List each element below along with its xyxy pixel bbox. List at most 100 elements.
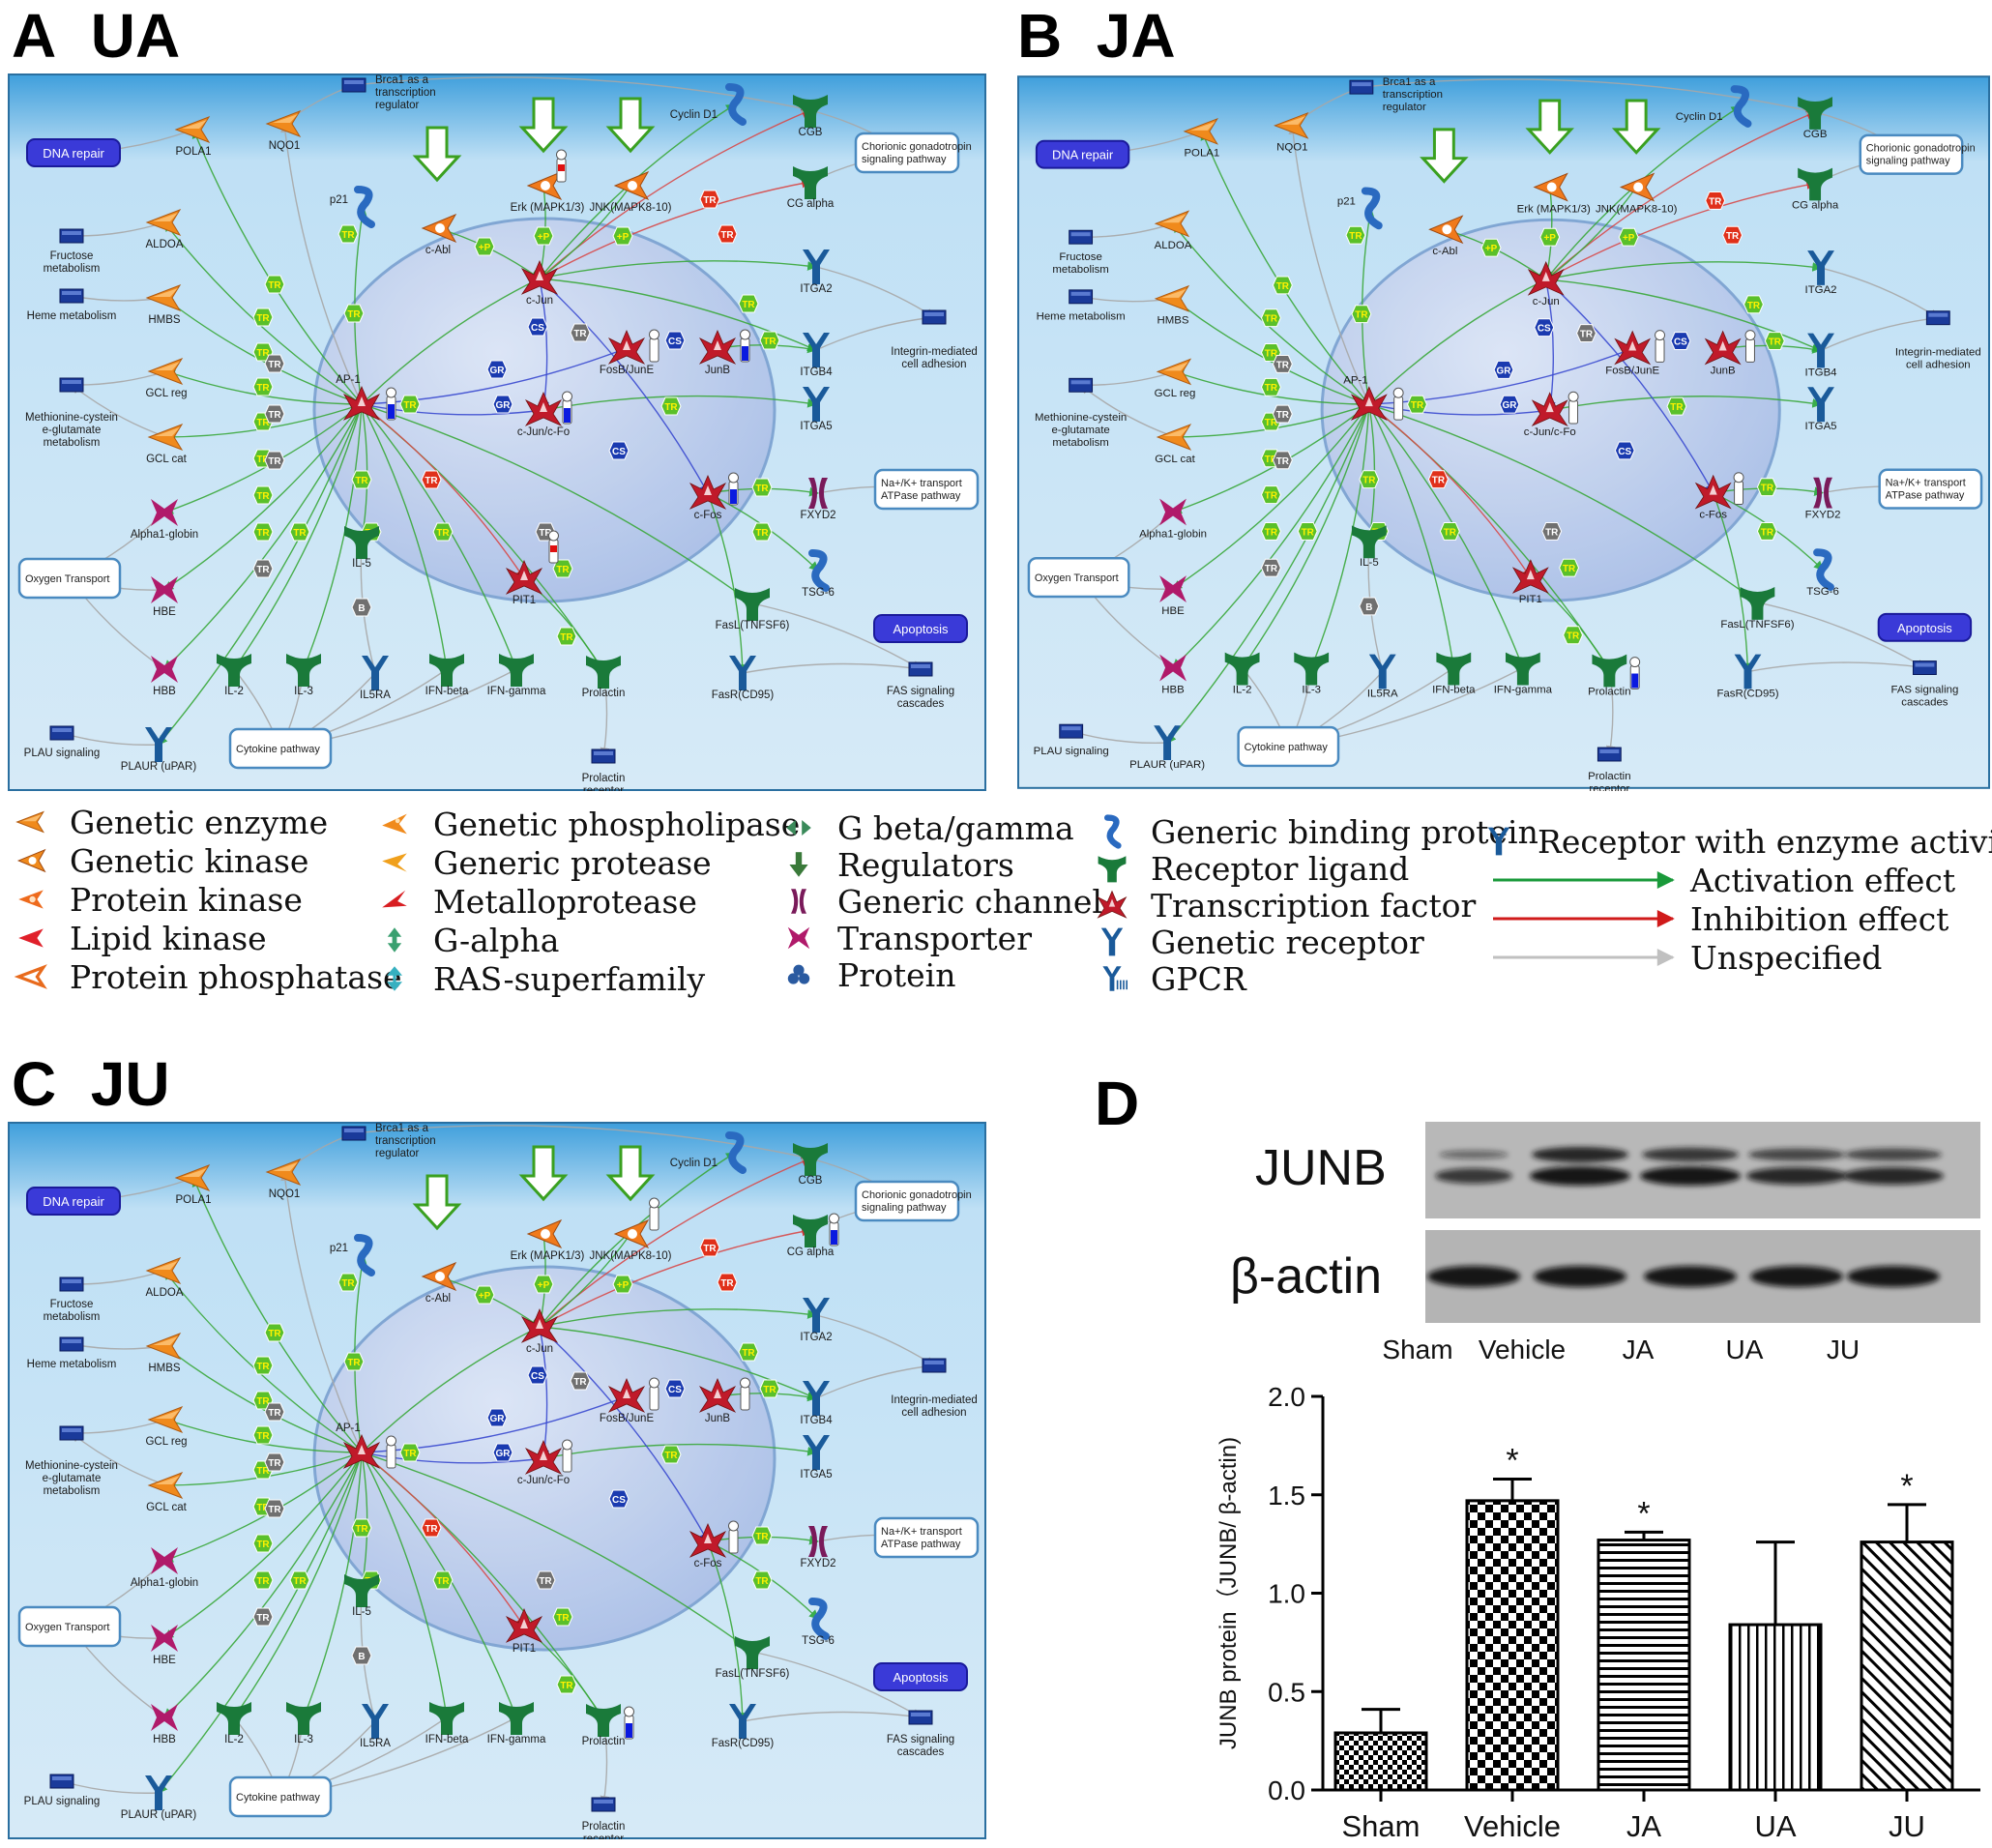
svg-text:FasL(TNFSF6): FasL(TNFSF6) — [716, 1668, 790, 1680]
channel-icon — [791, 889, 806, 914]
node-fxyd2: FXYD2 — [800, 478, 836, 521]
svg-text:c-Fos: c-Fos — [1699, 509, 1727, 520]
bar-sham — [1333, 1731, 1428, 1792]
node-aldoa: ALDOA — [146, 1257, 184, 1299]
svg-text:Cytokine pathway: Cytokine pathway — [236, 1792, 320, 1804]
western-blot — [1425, 1122, 1980, 1323]
svg-text:c-Jun: c-Jun — [526, 295, 553, 307]
svg-text:TR: TR — [1302, 527, 1314, 538]
node-cjuncfos: c-Jun/c-Fo — [1524, 392, 1576, 438]
svg-text:TR: TR — [256, 1540, 270, 1550]
node-cyclind1: Cyclin D1 — [670, 1131, 747, 1174]
svg-text:Erk (MAPK1/3): Erk (MAPK1/3) — [1517, 203, 1591, 215]
legend-item-inhibition-effect: Inhibition effect — [1479, 897, 1948, 938]
svg-text:TR: TR — [755, 484, 769, 494]
svg-text:FosB/JunE: FosB/JunE — [1605, 365, 1659, 376]
svg-text:JunB: JunB — [705, 1413, 731, 1424]
phosphatase-icon — [14, 964, 47, 989]
legend-label: Receptor with enzyme activity — [1538, 822, 1992, 861]
svg-text:c-Jun/c-Fo: c-Jun/c-Fo — [1524, 426, 1576, 438]
node-erk: Erk (MAPK1/3) — [511, 1218, 585, 1262]
svg-text:c-Abl: c-Abl — [425, 245, 451, 256]
svg-text:IFN-beta: IFN-beta — [425, 686, 469, 697]
svg-text:AP-1: AP-1 — [336, 1423, 361, 1434]
svg-text:TR: TR — [664, 1451, 678, 1461]
legend-item-receptor-with-enzyme-activity: Receptor with enzyme activity — [1479, 820, 1992, 861]
node-fasr: FasR(CD95) — [712, 1704, 774, 1749]
svg-text:CG alpha: CG alpha — [787, 1247, 835, 1258]
svg-text:TR: TR — [573, 329, 587, 339]
protein-icon — [787, 964, 810, 984]
svg-text:TR: TR — [1670, 402, 1683, 413]
svg-text:JNK(MAPK8-10): JNK(MAPK8-10) — [1596, 203, 1678, 215]
svg-text:ITGB4: ITGB4 — [800, 367, 833, 378]
bar-ju — [1860, 1540, 1954, 1792]
svg-text:c-Fos: c-Fos — [694, 510, 722, 521]
node-heme: Heme metabolism — [27, 288, 116, 322]
svg-text:IL5RA: IL5RA — [360, 689, 391, 701]
binding-icon — [1104, 814, 1122, 849]
svg-text:receptor: receptor — [583, 1833, 624, 1839]
svg-text:IFN-beta: IFN-beta — [1432, 684, 1476, 695]
blot-lane-label: Vehicle — [1478, 1335, 1567, 1364]
svg-text:Na+/K+ transport: Na+/K+ transport — [881, 478, 962, 489]
svg-text:TR: TR — [256, 455, 270, 465]
node-plaur: PLAUR (uPAR) — [121, 727, 196, 773]
svg-text:+P: +P — [1485, 244, 1498, 254]
legend-item-generic-channel: Generic channel — [779, 880, 1102, 921]
node-plau: PLAU signaling — [24, 725, 100, 759]
svg-text:FXYD2: FXYD2 — [800, 510, 835, 521]
pkinase-icon — [18, 890, 44, 909]
bar-vehicle — [1465, 1499, 1560, 1792]
node-ifngamma: IFN-gamma — [487, 654, 546, 697]
svg-text:IFN-gamma: IFN-gamma — [487, 686, 546, 697]
node-jnk: JNK(MAPK8-10) — [1596, 172, 1678, 215]
node-prolactin: Prolactin — [1588, 654, 1631, 697]
node-p21: p21 — [1337, 187, 1383, 230]
node-ifnbeta: IFN-beta — [425, 654, 469, 697]
svg-text:JNK(MAPK8-10): JNK(MAPK8-10) — [590, 1250, 672, 1262]
node-jnk: JNK(MAPK8-10) — [590, 170, 672, 214]
panel-d-title: D — [1095, 1069, 1140, 1138]
svg-text:HMBS: HMBS — [1157, 315, 1189, 327]
legend-item-metalloprotease: Metalloprotease — [375, 880, 697, 921]
svg-text:receptor: receptor — [1589, 783, 1629, 791]
svg-text:IL-3: IL-3 — [294, 686, 313, 697]
svg-text:IL-2: IL-2 — [1233, 684, 1252, 695]
svg-text:TR: TR — [256, 1576, 270, 1587]
node-itga2: ITGA2 — [800, 1298, 833, 1343]
legend-label: Lipid kinase — [70, 919, 267, 957]
svg-text:TR: TR — [436, 1576, 450, 1587]
svg-text:p21: p21 — [1337, 195, 1356, 207]
svg-text:PLAU signaling: PLAU signaling — [24, 1796, 101, 1807]
svg-text:TR: TR — [341, 1278, 355, 1289]
svg-text:TR: TR — [293, 528, 307, 539]
receptor-icon — [1487, 827, 1510, 856]
blot-band-sham — [1427, 1150, 1520, 1287]
svg-text:FAS signaling: FAS signaling — [887, 686, 954, 697]
blot-lane-label: UA — [1725, 1335, 1764, 1364]
node-hbb: HBB — [1159, 654, 1186, 695]
legend-item-activation-effect: Activation effect — [1479, 859, 1955, 899]
panel-a-title: A UA — [12, 1, 181, 71]
legend-item-protein-kinase: Protein kinase — [12, 878, 303, 919]
svg-text:p21: p21 — [330, 1243, 348, 1254]
node-il5ra: IL5RA — [360, 656, 391, 701]
node-junb: JunB — [1704, 330, 1742, 376]
svg-text:NQO1: NQO1 — [269, 140, 301, 152]
svg-text:CG alpha: CG alpha — [787, 198, 835, 210]
gbeta-icon — [786, 820, 811, 836]
svg-text:GR: GR — [1503, 400, 1517, 411]
legend-label: Genetic phospholipase — [433, 805, 801, 843]
node-oxygen: Oxygen Transport — [17, 1605, 122, 1648]
node-pit1: PIT1 — [1511, 559, 1549, 605]
svg-text:PLAUR (uPAR): PLAUR (uPAR) — [1129, 759, 1205, 771]
svg-text:IL-3: IL-3 — [294, 1734, 313, 1745]
svg-text:NQO1: NQO1 — [1276, 142, 1307, 154]
